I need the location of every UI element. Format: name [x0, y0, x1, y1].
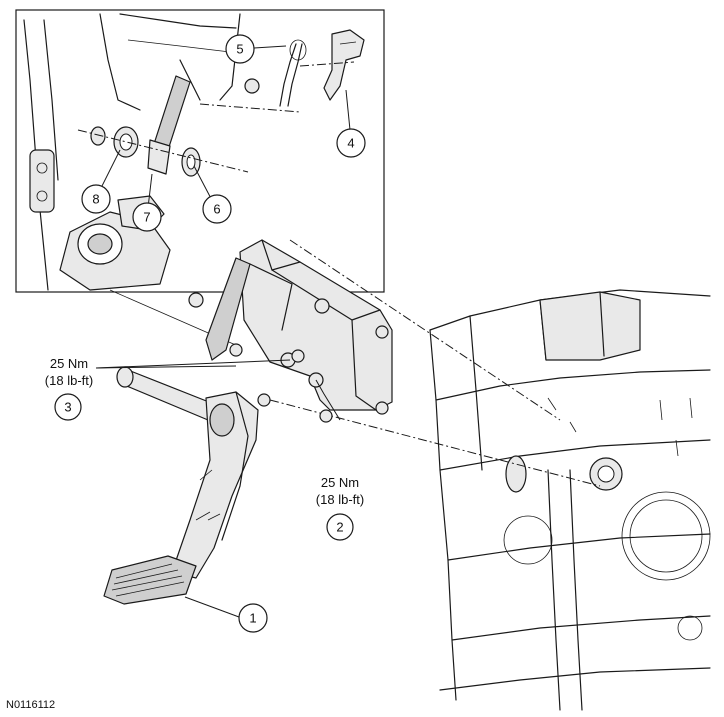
torque-spec-upper: 25 Nm (18 lb-ft) [45, 356, 93, 388]
torque-spec-lower: 25 Nm (18 lb-ft) [316, 475, 364, 507]
callout-2-label: 2 [336, 520, 343, 535]
callout-1: 1 [238, 603, 268, 633]
torque-upper-metric: 25 Nm [50, 356, 88, 371]
callout-6-label: 6 [213, 202, 220, 217]
pedal-bracket [188, 239, 393, 423]
callout-4-label: 4 [347, 136, 354, 151]
callout-3: 3 [54, 393, 82, 421]
callout-5: 5 [225, 34, 255, 64]
torque-lower-metric: 25 Nm [321, 475, 359, 490]
callout-8: 8 [81, 184, 111, 214]
torque-lower-imperial: (18 lb-ft) [316, 492, 364, 507]
figure-id: N0116112 [6, 699, 55, 711]
alignment-line-upper [289, 239, 561, 421]
callout-5-label: 5 [236, 42, 243, 57]
callout-1-label: 1 [249, 611, 256, 626]
callout-4: 4 [336, 128, 366, 158]
detail-inset [15, 9, 385, 293]
vehicle-body-structure [429, 289, 711, 711]
alignment-line-lower [269, 399, 601, 487]
callout-2: 2 [326, 513, 354, 541]
pedal [103, 366, 259, 605]
callout-7: 7 [132, 202, 162, 232]
callout-7-label: 7 [143, 210, 150, 225]
callout-8-label: 8 [92, 192, 99, 207]
torque-upper-imperial: (18 lb-ft) [45, 373, 93, 388]
callout-3-label: 3 [64, 400, 71, 415]
callout-6: 6 [202, 194, 232, 224]
